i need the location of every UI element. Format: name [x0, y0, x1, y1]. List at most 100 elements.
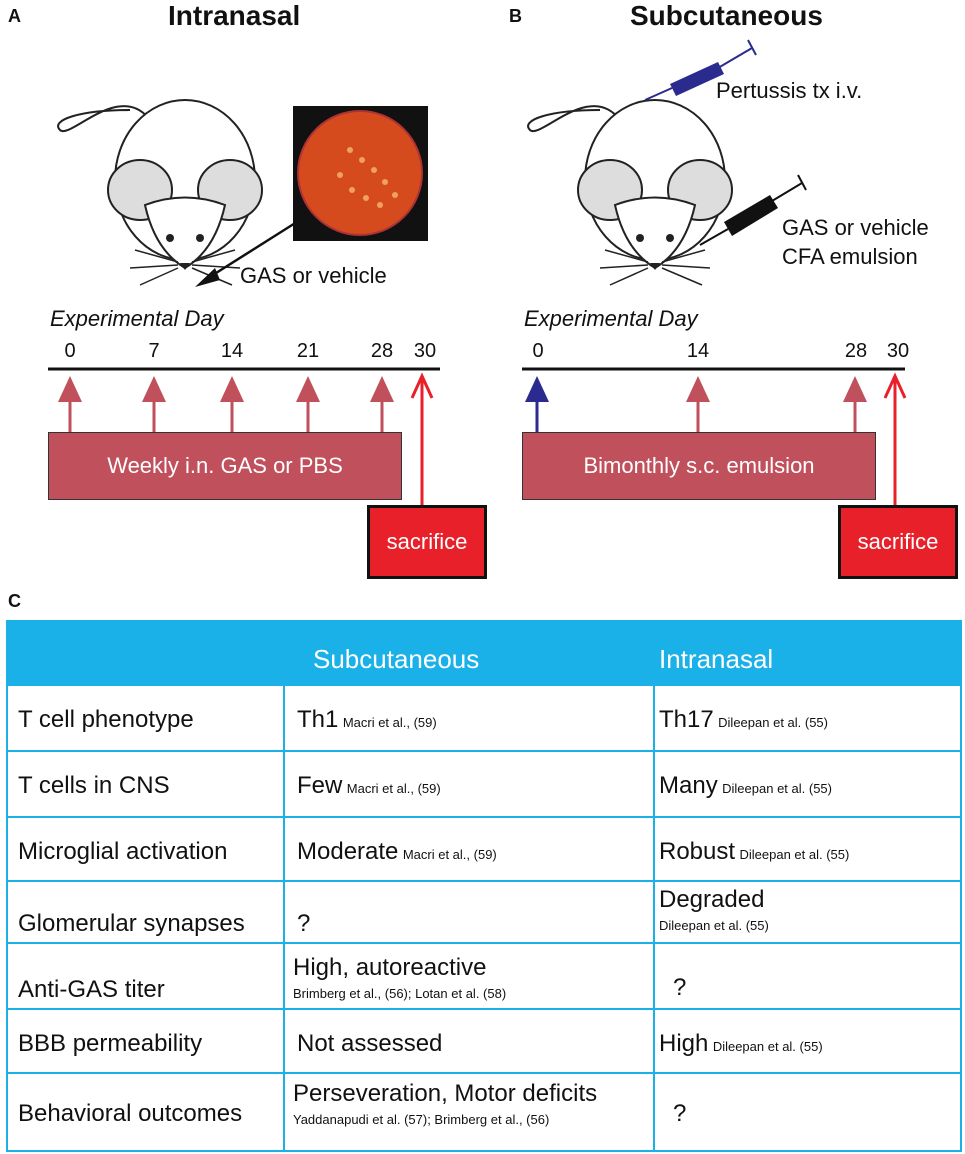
sc-value: Perseveration, Motor deficits: [293, 1080, 598, 1107]
tick-a-28: 28: [370, 340, 394, 362]
mouse-b-eye-right: [666, 234, 674, 242]
mouse-b-whiskers: [599, 249, 711, 286]
in-ref: Dileepan et al. (55): [659, 918, 769, 933]
in-value: ?: [673, 974, 687, 1001]
mouse-a-eye-right: [196, 234, 204, 242]
treatment-box-b: Bimonthly s.c. emulsion: [522, 432, 876, 500]
header-intranasal: Intranasal: [659, 644, 774, 674]
in-value: ?: [673, 1100, 687, 1127]
treatment-box-a-label: Weekly i.n. GAS or PBS: [107, 453, 343, 478]
mouse-a-tail: [57, 105, 151, 133]
tick-a-21: 21: [296, 340, 320, 362]
sacrifice-box-a: sacrifice: [367, 505, 487, 579]
mouse-a-whiskers: [129, 249, 241, 286]
mouse-b-head: [613, 196, 697, 270]
table-row: Glomerular synapses ? Degraded Dileepan …: [6, 880, 962, 944]
in-ref: Dileepan et al. (55): [739, 847, 850, 862]
mouse-a-nose: [180, 263, 190, 270]
mouse-a-head: [143, 196, 227, 270]
sacrifice-box-a-label: sacrifice: [386, 529, 468, 554]
emulsion-syringe-icon: [699, 174, 807, 246]
row-label: Microglial activation: [18, 838, 228, 865]
tick-b-14: 14: [686, 340, 710, 362]
row-label: Glomerular synapses: [18, 910, 245, 937]
row-label: T cell phenotype: [18, 706, 194, 733]
dose-arrow-b-14: [686, 376, 710, 432]
sacrifice-box-b: sacrifice: [838, 505, 958, 579]
dose-arrow-b-0: [525, 376, 549, 432]
sacrifice-arrow-a: [410, 372, 434, 505]
sc-ref: Macri et al., (59): [346, 781, 441, 796]
tick-a-30: 30: [413, 340, 437, 362]
emulsion-label-line1: GAS or vehicle: [782, 215, 929, 240]
in-ref: Dileepan et al. (55): [712, 1039, 823, 1054]
day-label-a: Experimental Day: [50, 306, 224, 331]
dose-arrow-a-14: [220, 376, 244, 432]
treatment-box-a: Weekly i.n. GAS or PBS: [48, 432, 402, 500]
inoculum-label-a: GAS or vehicle: [240, 263, 387, 288]
panel-b-graphics: [522, 39, 907, 505]
dose-arrow-a-21: [296, 376, 320, 432]
mouse-b-tail: [527, 105, 621, 133]
pertussis-syringe-icon: [644, 39, 757, 101]
sc-ref: Macri et al., (59): [342, 715, 437, 730]
sc-value: Th1: [297, 706, 339, 733]
tick-b-28: 28: [844, 340, 868, 362]
row-label: T cells in CNS: [18, 772, 170, 799]
day-label-b: Experimental Day: [524, 306, 698, 331]
in-value: High: [659, 1030, 709, 1057]
table-row: Anti-GAS titer High, autoreactive Brimbe…: [6, 942, 962, 1010]
table-row: T cells in CNS Few Macri et al., (59) Ma…: [6, 750, 962, 818]
sc-ref: Yaddanapudi et al. (57); Brimberg et al.…: [293, 1112, 550, 1127]
mouse-a-eye-left: [166, 234, 174, 242]
tick-a-0: 0: [64, 340, 76, 362]
tick-b-30: 30: [886, 340, 910, 362]
mouse-b-eye-left: [636, 234, 644, 242]
panel-b-letter: B: [509, 6, 522, 26]
row-label: BBB permeability: [18, 1030, 203, 1057]
in-value: Degraded: [659, 886, 765, 913]
sc-value: Not assessed: [297, 1030, 443, 1057]
row-label: Anti-GAS titer: [18, 976, 165, 1003]
table-row: BBB permeability Not assessed High Dilee…: [6, 1008, 962, 1074]
dose-arrow-b-28: [843, 376, 867, 432]
panel-a-graphics: [48, 99, 440, 505]
table-row: Behavioral outcomes Perseveration, Motor…: [6, 1072, 962, 1152]
table-row: Microglial activation Moderate Macri et …: [6, 816, 962, 882]
sc-ref: Macri et al., (59): [402, 847, 497, 862]
comparison-table: Subcutaneous Intranasal T cell phenotype…: [6, 620, 962, 1152]
sacrifice-arrow-b: [883, 372, 907, 505]
tick-a-7: 7: [148, 340, 160, 362]
sc-value: Few: [297, 772, 343, 799]
tick-b-0: 0: [532, 340, 544, 362]
dose-arrows-b: [686, 376, 867, 432]
tick-a-14: 14: [220, 340, 244, 362]
inoculum-arrow-a: [204, 218, 301, 282]
emulsion-label-line2: CFA emulsion: [782, 244, 918, 269]
sacrifice-box-b-label: sacrifice: [857, 529, 939, 554]
treatment-box-b-label: Bimonthly s.c. emulsion: [583, 453, 815, 478]
dose-arrow-a-0: [58, 376, 82, 432]
in-ref: Dileepan et al. (55): [718, 715, 828, 730]
petri-dish-agar: [297, 110, 423, 236]
in-ref: Dileepan et al. (55): [722, 781, 832, 796]
in-value: Th17: [659, 706, 714, 733]
in-value: Robust: [659, 838, 736, 865]
dose-arrows-a: [58, 376, 394, 432]
table-header: Subcutaneous Intranasal: [6, 620, 962, 684]
panel-a-letter: A: [8, 6, 21, 26]
row-label: Behavioral outcomes: [18, 1100, 243, 1127]
header-subcutaneous: Subcutaneous: [313, 644, 480, 674]
panel-c-letter: C: [8, 591, 21, 611]
inoculum-arrowhead-a: [195, 268, 220, 287]
sc-value: Moderate: [297, 838, 399, 865]
dose-arrow-a-28: [370, 376, 394, 432]
dose-arrow-a-7: [142, 376, 166, 432]
table-row: T cell phenotype Th1 Macri et al., (59) …: [6, 684, 962, 752]
petri-dish-colonies: [337, 147, 398, 208]
pertussis-label: Pertussis tx i.v.: [716, 78, 863, 103]
sc-ref: Brimberg et al., (56); Lotan et al. (58): [293, 986, 507, 1001]
sc-value: ?: [297, 910, 311, 937]
panel-a-title: Intranasal: [168, 0, 301, 31]
panel-b-title: Subcutaneous: [630, 0, 823, 31]
